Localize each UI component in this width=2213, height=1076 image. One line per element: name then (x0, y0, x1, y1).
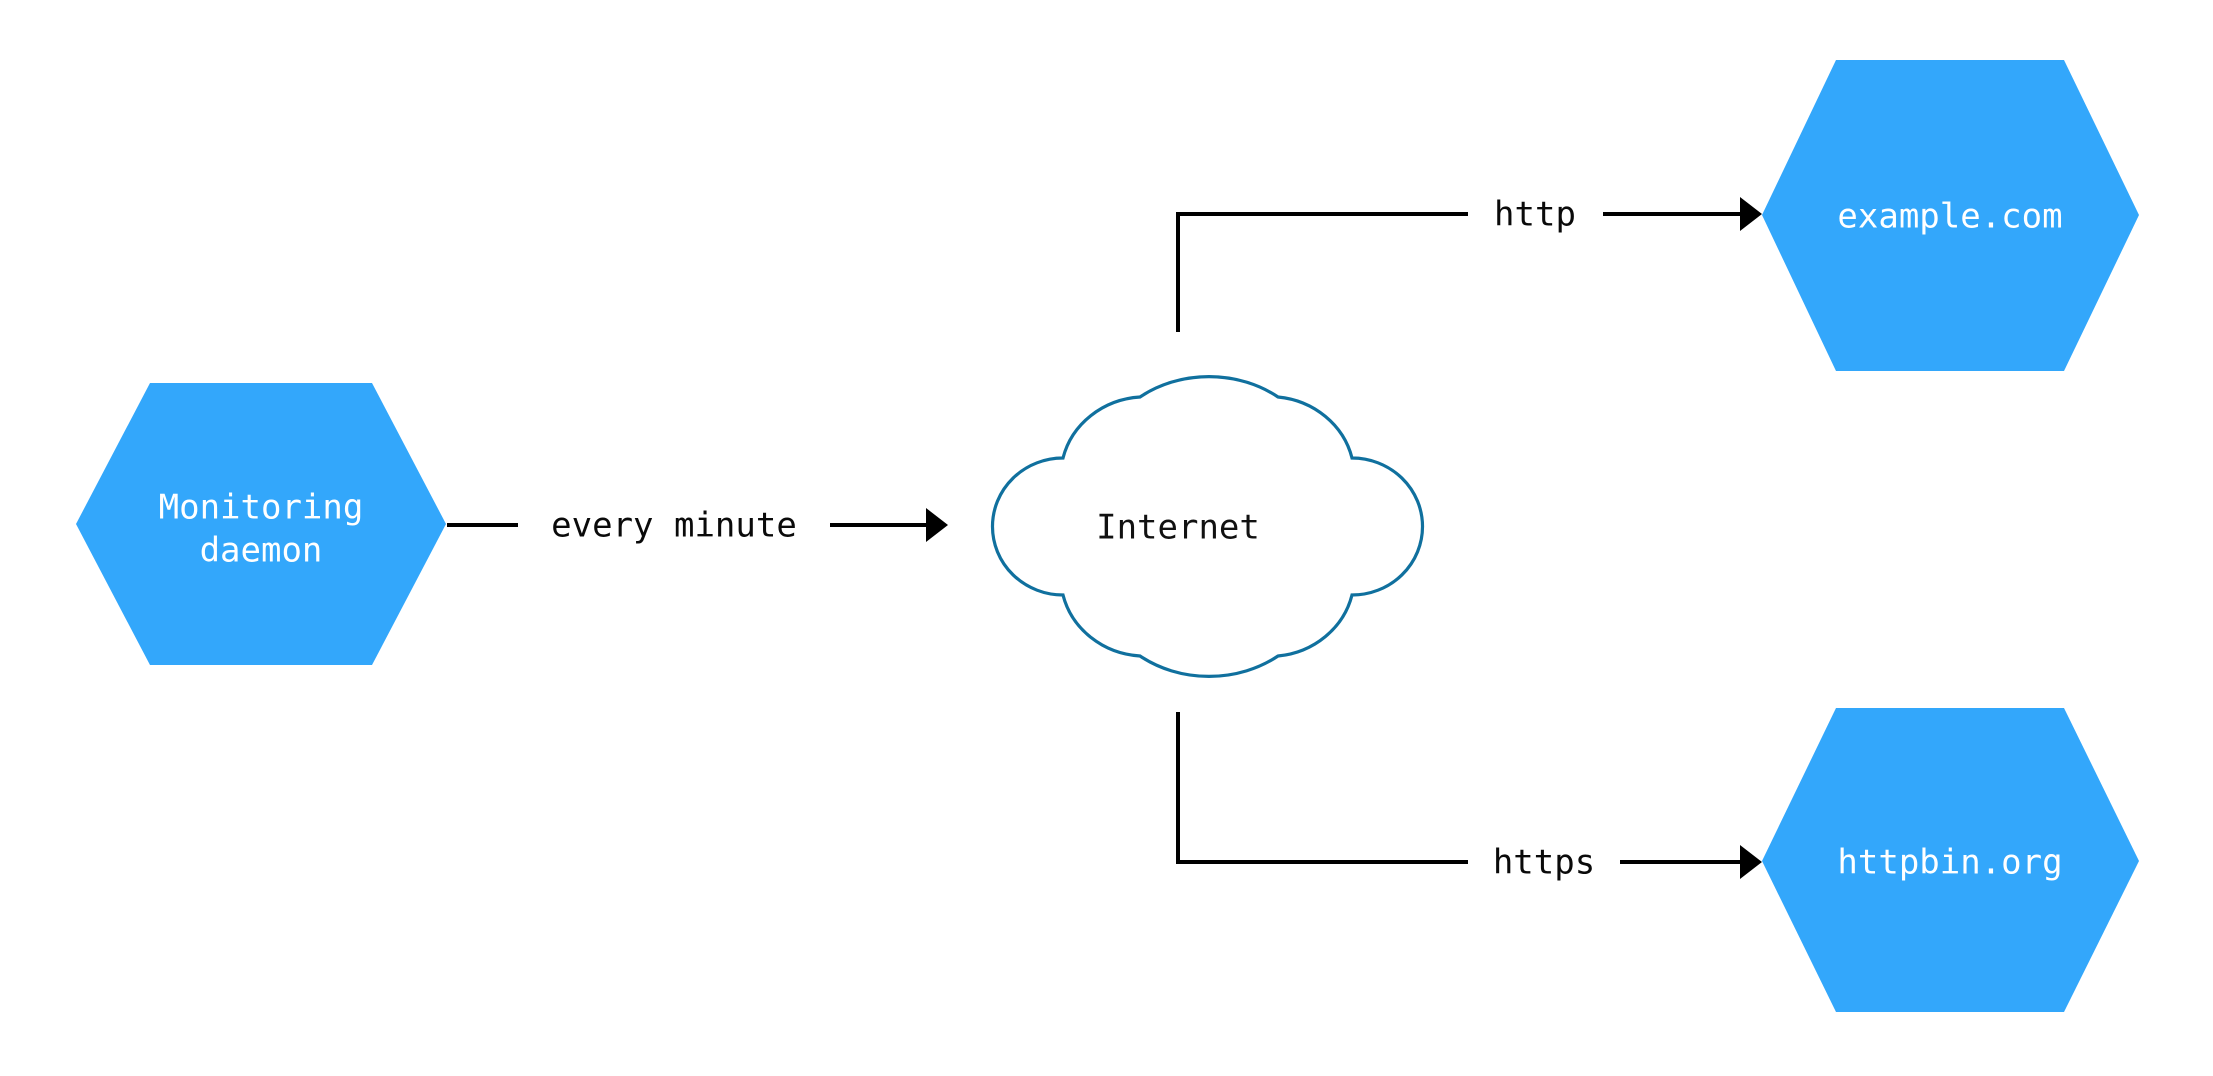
arrow-head-icon (1740, 845, 1762, 879)
edge-internet-to-example: http (1176, 195, 1762, 332)
hexagon-shape (76, 383, 446, 665)
cloud-shape (990, 375, 1425, 678)
hexagon-shape (1762, 708, 2139, 1012)
edge-label-http: http (1494, 195, 1576, 235)
node-label-monitoring-daemon-line1: Monitoring (159, 488, 364, 528)
arrow-head-icon (1740, 197, 1762, 231)
node-httpbin-org[interactable]: httpbin.org (1762, 708, 2139, 1012)
edge-label-https: https (1493, 843, 1595, 883)
node-label-internet: Internet (1096, 508, 1260, 548)
node-label-example-com: example.com (1837, 197, 2062, 237)
node-internet[interactable]: Internet (990, 375, 1425, 678)
node-monitoring-daemon[interactable]: Monitoring daemon (76, 383, 446, 665)
edge-label-every-minute: every minute (551, 506, 797, 546)
node-example-com[interactable]: example.com (1762, 60, 2139, 371)
node-label-httpbin-org: httpbin.org (1837, 843, 2062, 883)
arrow-head-icon (926, 508, 948, 542)
edge-internet-to-httpbin: https (1176, 712, 1762, 883)
hexagon-shape (1762, 60, 2139, 371)
edge-daemon-to-internet: every minute (447, 506, 948, 546)
node-label-monitoring-daemon-line2: daemon (200, 531, 323, 571)
